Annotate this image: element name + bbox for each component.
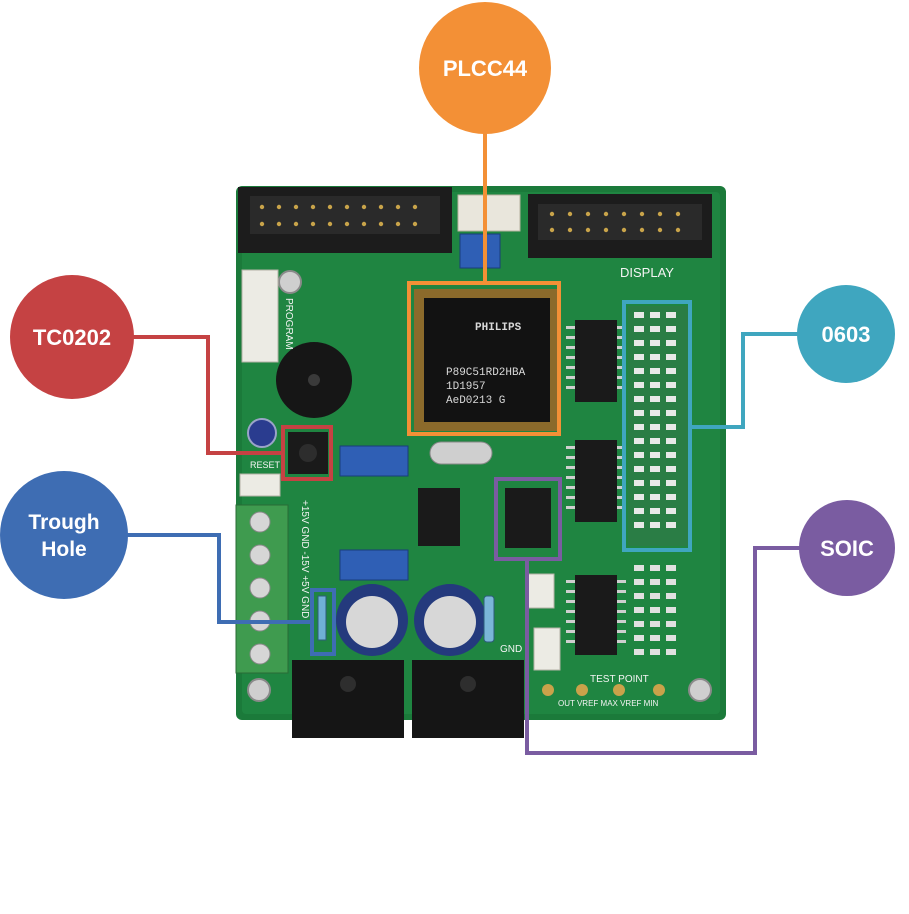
callout-trough-hole-label-line1: Trough [28, 511, 99, 534]
chip-brand: PHILIPS [475, 322, 522, 334]
silk-reset-label: RESET [250, 460, 281, 470]
small-white-connector [457, 194, 521, 232]
trimpot-vr2 [339, 445, 409, 477]
callout-0603: 0603 [797, 285, 895, 383]
chip-part-number: P89C51RD2HBA [446, 367, 526, 379]
callout-plcc44-label: PLCC44 [443, 56, 528, 81]
soic-u7 [418, 488, 460, 546]
electrolytic-capacitor-right [414, 584, 486, 656]
pcb-board: PHILIPS P89C51RD2HBA 1D1957 AeD0213 G [235, 186, 726, 738]
callout-soic: SOIC [799, 500, 895, 596]
resistor-array-lower [634, 565, 676, 655]
voltage-regulator-right [412, 660, 524, 738]
resistor-array-0603 [628, 306, 690, 546]
program-side-connector [241, 269, 279, 363]
callout-tc0202-label: TC0202 [33, 325, 111, 350]
capacitor-c7 [247, 418, 277, 448]
callout-0603-label: 0603 [822, 322, 871, 347]
soic-u6 [505, 488, 551, 548]
plcc44-chip: PHILIPS P89C51RD2HBA 1D1957 AeD0213 G [414, 289, 560, 431]
resistor-r64 [483, 595, 495, 643]
mounting-hole [278, 270, 302, 294]
chip-date-code: AeD0213 G [446, 395, 505, 407]
chip-lot: 1D1957 [446, 381, 486, 393]
through-hole-component [317, 595, 327, 641]
callout-trough-hole-label-line2: Hole [41, 538, 87, 561]
display-header-connector [528, 194, 712, 258]
silk-test-point-label: TEST POINT [590, 674, 649, 685]
power-terminal-block [235, 504, 289, 674]
soic-u3 [575, 440, 617, 522]
soic-u2 [575, 320, 617, 402]
silk-bottom-row-label: OUT VREF MAX VREF MIN [558, 699, 659, 708]
silk-display-label: DISPLAY [620, 265, 674, 280]
trimpot [459, 233, 501, 269]
silk-program-label: PROGRAM [283, 298, 294, 350]
small-connector-j12 [527, 573, 555, 609]
trimpot-vr3 [339, 549, 409, 581]
silk-supply-label: +15V GND -15V +5V GND [299, 500, 310, 618]
program-header-connector [238, 187, 452, 253]
callout-trough-hole: Trough Hole [0, 471, 128, 599]
voltage-regulator-q3 [292, 660, 404, 738]
callout-soic-label: SOIC [820, 536, 874, 561]
soic-u4 [575, 575, 617, 655]
mounting-hole [247, 678, 271, 702]
callout-tc0202-pointer [133, 335, 333, 481]
callout-tc0202: TC0202 [10, 275, 134, 399]
silk-gnd-label: GND [500, 644, 522, 655]
small-connector-j12v [533, 627, 561, 671]
mounting-hole [688, 678, 712, 702]
callout-trough-hole-pointer [127, 533, 336, 656]
electrolytic-capacitor-left [336, 584, 408, 656]
callout-plcc44: PLCC44 [419, 2, 551, 134]
callout-soic-pointer [494, 477, 802, 755]
test-points [542, 684, 665, 696]
small-connector-j [239, 473, 281, 497]
crystal [429, 441, 493, 465]
callout-plcc44-pointer [407, 133, 561, 436]
callout-0603-pointer [622, 300, 800, 552]
